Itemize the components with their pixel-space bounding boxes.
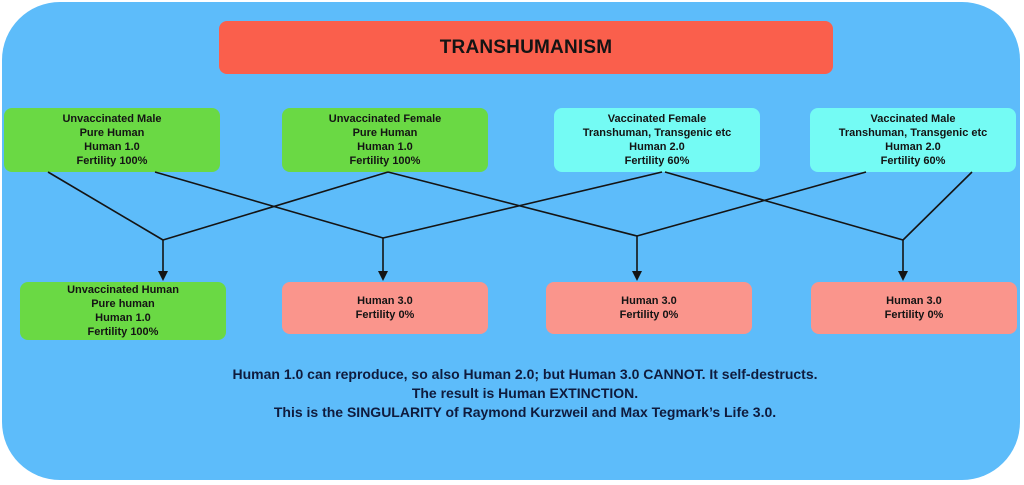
box-line: Pure human [91,298,155,310]
vaccinated-male-box: Vaccinated Male Transhuman, Transgenic e… [810,108,1016,172]
footer-text: Human 1.0 can reproduce, so also Human 2… [120,365,930,422]
box-line: Fertility 100% [87,326,159,338]
box-line: Human 3.0 [621,295,677,307]
diagram-title: TRANSHUMANISM [439,36,613,58]
box-line: Unvaccinated Female [328,113,442,125]
title-banner: TRANSHUMANISM [219,21,833,74]
connector-line [664,171,904,241]
box-line: Fertility 100% [76,155,148,167]
unvaccinated-female-box: Unvaccinated Female Pure Human Human 1.0… [282,108,488,172]
connector-line [636,171,867,237]
box-line: Fertility 0% [355,309,415,321]
unvaccinated-male-box: Unvaccinated Male Pure Human Human 1.0 F… [4,108,220,172]
box-line: Fertility 60% [880,155,946,167]
box-line: Transhuman, Transgenic etc [582,127,732,139]
box-line: Human 2.0 [885,141,941,153]
box-line: Unvaccinated Human [67,284,179,296]
box-line: Human 3.0 [357,295,413,307]
box-line: Human 1.0 [95,312,151,324]
box-line: Vaccinated Female [607,113,707,125]
vaccinated-female-box: Vaccinated Female Transhuman, Transgenic… [554,108,760,172]
footer-line: Human 1.0 can reproduce, so also Human 2… [232,366,818,382]
arrow-head-icon [632,271,642,281]
box-line: Vaccinated Male [870,113,956,125]
connector-line [154,171,384,239]
box-line: Pure Human [79,127,145,139]
connector-line [387,171,638,237]
connector-line [902,171,973,241]
box-line: Fertility 0% [619,309,679,321]
unvaccinated-human-box: Unvaccinated Human Pure human Human 1.0 … [20,282,226,340]
box-line: Human 1.0 [357,141,413,153]
footer-line: The result is Human EXTINCTION. [411,385,639,401]
box-line: Human 1.0 [84,141,140,153]
human-3-box: Human 3.0 Fertility 0% [811,282,1017,334]
box-line: Fertility 100% [349,155,421,167]
box-line: Fertility 0% [884,309,944,321]
box-line: Human 3.0 [886,295,942,307]
box-line: Fertility 60% [624,155,690,167]
human-3-box: Human 3.0 Fertility 0% [546,282,752,334]
arrow-head-icon [158,271,168,281]
box-line: Pure Human [352,127,418,139]
box-line: Unvaccinated Male [62,113,162,125]
human-3-box: Human 3.0 Fertility 0% [282,282,488,334]
background-panel [2,2,1020,480]
arrow-head-icon [378,271,388,281]
arrow-head-icon [898,271,908,281]
box-line: Transhuman, Transgenic etc [838,127,988,139]
connector-line [47,171,164,241]
connector-line [162,171,389,241]
box-line: Human 2.0 [629,141,685,153]
footer-line: This is the SINGULARITY of Raymond Kurzw… [273,404,777,420]
connector-line [382,171,663,239]
